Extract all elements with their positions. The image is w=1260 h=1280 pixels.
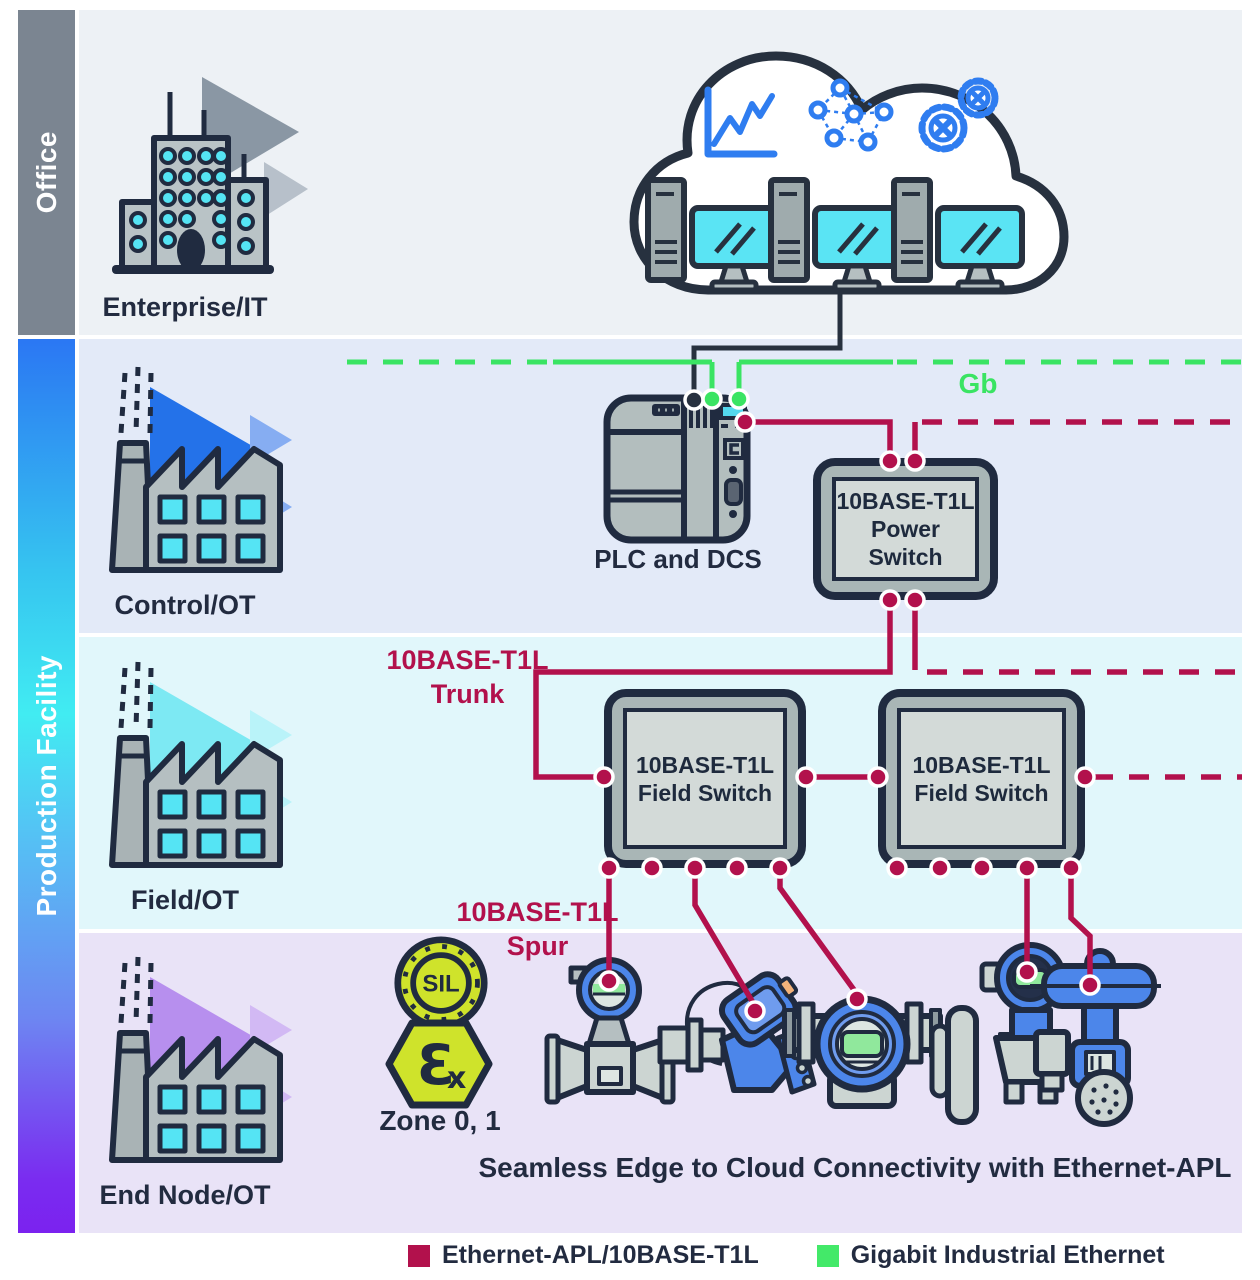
trunk-label-line2: Trunk [430,679,505,709]
sil-text: SIL [422,971,459,998]
row-label-field: Field/OT [131,885,239,915]
factory-icon-control [109,366,292,573]
legend-item-apl: Ethernet-APL/10BASE-T1L [408,1241,759,1270]
plc-dcs-label: PLC and DCS [594,544,762,574]
sil-badge: SIL [394,936,488,1030]
cloud-icon [629,51,1069,295]
legend: Ethernet-APL/10BASE-T1L Gigabit Industri… [408,1241,1165,1270]
band-office: Office [18,10,75,335]
field-switch-right: 10BASE-T1L Field Switch [878,689,1085,868]
band-production-label: Production Facility [30,655,62,917]
row-label-control: Control/OT [114,590,256,620]
field-switch-left-line2: Field Switch [637,779,773,806]
band-production-facility: Production Facility [18,339,75,1233]
trunk-label-line1: 10BASE-T1L [386,645,549,675]
flow-meter-icon [544,957,676,1105]
gigabit-swatch [816,1244,839,1267]
ex-badge: Ɛ x [385,1019,493,1109]
field-switch-left-line1: 10BASE-T1L [635,751,775,778]
ex-x-text: x [447,1061,466,1096]
plc-dcs-icon [603,394,751,544]
ex-epsilon-text: Ɛ [417,1033,455,1097]
control-valve-icon [1030,948,1161,1127]
power-switch-line1: 10BASE-T1L [836,488,975,514]
pressure-transmitter-icon [782,995,943,1109]
row-label-enterprise: Enterprise/IT [102,292,268,322]
cloud-gears-icon [918,77,999,153]
power-switch: 10BASE-T1L Power Switch [813,458,998,600]
legend-apl-label: Ethernet-APL/10BASE-T1L [442,1241,759,1269]
spur-label-line2: Spur [506,931,569,961]
gb-label: Gb [958,368,998,399]
field-switch-right-line1: 10BASE-T1L [912,751,1051,778]
apl-swatch [408,1244,430,1267]
zone-label: Zone 0, 1 [379,1105,501,1136]
legend-gigabit-label: Gigabit Industrial Ethernet [850,1241,1165,1269]
cloud-servers-icon [645,177,1025,293]
field-switch-left: 10BASE-T1L Field Switch [604,689,806,868]
cloud-network-icon [808,78,894,152]
power-switch-line3: Switch [868,544,943,570]
tagline: Seamless Edge to Cloud Connectivity with… [478,1152,1232,1183]
factory-icon-endnode [109,956,292,1163]
row-label-endnode: End Node/OT [99,1180,271,1210]
trunk-label: 10BASE-T1L Trunk [385,643,550,711]
power-switch-line2: Power [870,516,941,542]
factory-icon-field [109,661,292,868]
cloud-chart-icon [704,86,778,158]
field-switch-right-line2: Field Switch [914,779,1049,806]
spur-label: 10BASE-T1L Spur [455,895,620,963]
legend-item-gigabit: Gigabit Industrial Ethernet [816,1241,1165,1270]
band-office-label: Office [30,131,62,214]
enterprise-building-icon [112,77,308,274]
spur-label-line1: 10BASE-T1L [456,897,619,927]
